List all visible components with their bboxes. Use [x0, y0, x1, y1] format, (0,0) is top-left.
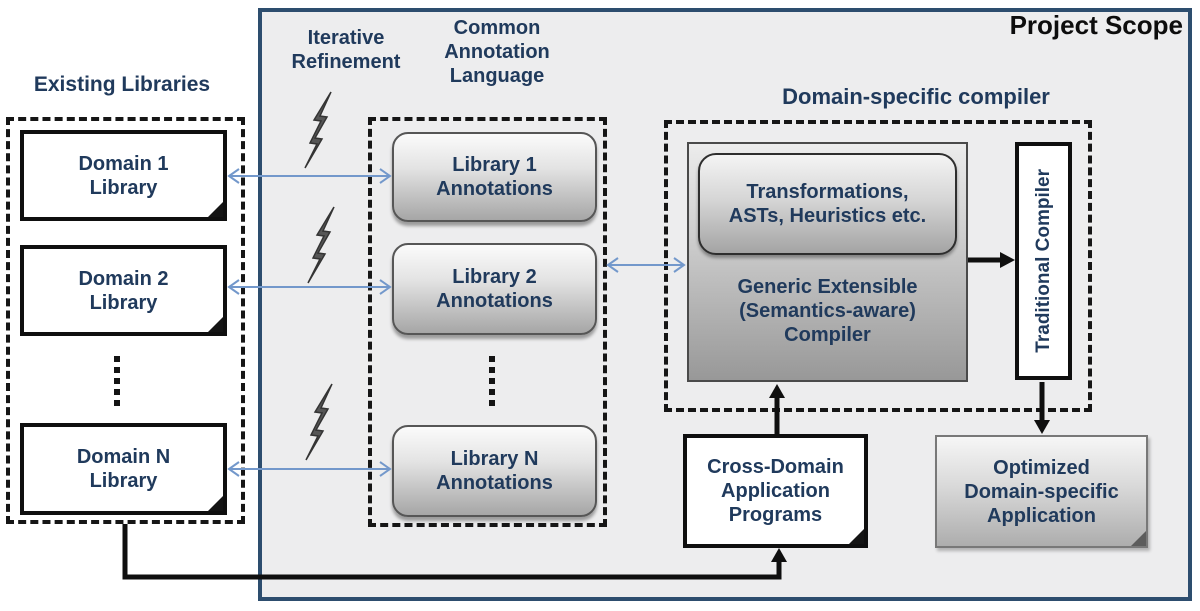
- domain-specific-compiler-group: [664, 120, 1092, 412]
- traditional-compiler-label: Traditional Compiler: [1032, 169, 1054, 353]
- project-scope-title: Project Scope: [1009, 10, 1183, 40]
- domain-specific-compiler-label: Domain-specific compiler: [782, 84, 1050, 109]
- domain-n-library-label: Domain N Library: [76, 446, 171, 492]
- domain-2-library-label: Domain 2 Library: [78, 267, 169, 314]
- folded-corner-icon: [849, 529, 864, 544]
- transformations-label: Transformations, ASTs, Heuristics etc.: [728, 181, 927, 227]
- cross-domain-programs-label: Cross-Domain Application Programs: [707, 456, 844, 526]
- folded-corner-icon: [208, 317, 223, 332]
- domain-1-library-label: Domain 1 Library: [78, 152, 169, 199]
- library-2-annotations-label: Library 2 Annotations: [436, 266, 553, 312]
- folded-corner-icon: [1131, 531, 1146, 546]
- existing-libraries-group: [6, 117, 245, 524]
- iterative-refinement-label: Iterative Refinement: [291, 27, 401, 73]
- optimized-application-label: Optimized Domain-specific Application: [964, 456, 1119, 527]
- domain-2-library-box: Domain 2 Library: [20, 245, 227, 336]
- library-1-annotations-box: Library 1 Annotations: [392, 132, 597, 222]
- transformations-box: Transformations, ASTs, Heuristics etc.: [698, 153, 957, 255]
- library-2-annotations-box: Library 2 Annotations: [392, 243, 597, 335]
- common-annotation-language-label: Common Annotation Language: [444, 17, 550, 87]
- domain-1-library-box: Domain 1 Library: [20, 130, 227, 221]
- existing-libraries-label: Existing Libraries: [33, 73, 211, 96]
- folded-corner-icon: [208, 202, 223, 217]
- traditional-compiler-box: Traditional Compiler: [1015, 142, 1072, 380]
- cross-domain-programs-box: Cross-Domain Application Programs: [683, 434, 868, 548]
- library-1-annotations-label: Library 1 Annotations: [436, 154, 553, 200]
- optimized-application-box: Optimized Domain-specific Application: [935, 435, 1148, 548]
- domain-n-library-box: Domain N Library: [20, 423, 227, 515]
- generic-extensible-compiler-label: Generic Extensible (Semantics-aware) Com…: [737, 276, 918, 346]
- folded-corner-icon: [208, 496, 223, 511]
- library-n-annotations-box: Library N Annotations: [392, 425, 597, 517]
- library-n-annotations-label: Library N Annotations: [436, 448, 553, 494]
